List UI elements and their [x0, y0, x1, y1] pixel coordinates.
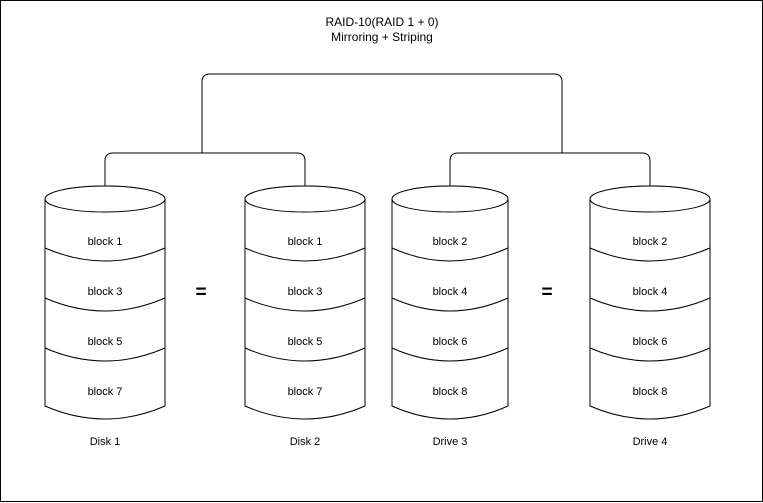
- block-label: block 1: [88, 236, 123, 248]
- block-label: block 1: [288, 236, 323, 248]
- connector-group-bracket-2: [449, 152, 651, 199]
- mirror-equals-marker-1: =: [195, 282, 206, 303]
- disk-caption: Disk 1: [90, 436, 121, 448]
- diagram-title-line2: Mirroring + Striping: [331, 30, 433, 44]
- disk-divider-2: [44, 297, 166, 312]
- block-label: block 4: [633, 286, 668, 298]
- disk-body: [589, 185, 711, 420]
- block-label: block 2: [433, 236, 468, 248]
- block-label: block 5: [88, 336, 123, 348]
- disk-caption: Drive 3: [433, 436, 468, 448]
- mirror-marker-group: ==: [195, 282, 552, 303]
- block-label: block 8: [433, 386, 468, 398]
- disk-divider-2: [244, 297, 366, 312]
- connector-tree: [104, 73, 651, 199]
- disk-divider-1: [589, 247, 711, 262]
- block-label: block 8: [633, 386, 668, 398]
- block-label: block 6: [633, 336, 668, 348]
- block-label: block 2: [633, 236, 668, 248]
- disk-body: [244, 185, 366, 420]
- disk-divider-1: [244, 247, 366, 262]
- disk-divider-3: [589, 347, 711, 362]
- block-label: block 4: [433, 286, 468, 298]
- disk-caption: Disk 2: [290, 436, 321, 448]
- connector-root-bracket: [201, 73, 563, 153]
- disk-divider-3: [244, 347, 366, 362]
- disk-divider-3: [391, 347, 509, 362]
- block-label: block 3: [288, 286, 323, 298]
- disk-3: block 2 block 4 block 6 block 8 Drive 3: [391, 185, 509, 448]
- block-label: block 7: [88, 386, 123, 398]
- disk-top-ellipse: [244, 185, 366, 213]
- disk-body: [44, 185, 166, 420]
- connector-group-bracket-1: [104, 152, 306, 199]
- disk-2: block 1 block 3 block 5 block 7 Disk 2: [244, 185, 366, 448]
- disk-divider-2: [391, 297, 509, 312]
- diagram-title-line1: RAID-10(RAID 1 + 0): [325, 15, 438, 29]
- mirror-equals-marker-2: =: [541, 282, 552, 303]
- disk-body: [391, 185, 509, 420]
- disk-caption: Drive 4: [633, 436, 668, 448]
- disk-top-ellipse: [391, 185, 509, 213]
- disk-4: block 2 block 4 block 6 block 8 Drive 4: [589, 185, 711, 448]
- block-label: block 7: [288, 386, 323, 398]
- disk-divider-1: [391, 247, 509, 262]
- disk-divider-2: [589, 297, 711, 312]
- block-label: block 6: [433, 336, 468, 348]
- block-label: block 3: [88, 286, 123, 298]
- disk-divider-3: [44, 347, 166, 362]
- block-label: block 5: [288, 336, 323, 348]
- disk-top-ellipse: [589, 185, 711, 213]
- disk-top-ellipse: [44, 185, 166, 213]
- disk-1: block 1 block 3 block 5 block 7 Disk 1: [44, 185, 166, 448]
- disk-divider-1: [44, 247, 166, 262]
